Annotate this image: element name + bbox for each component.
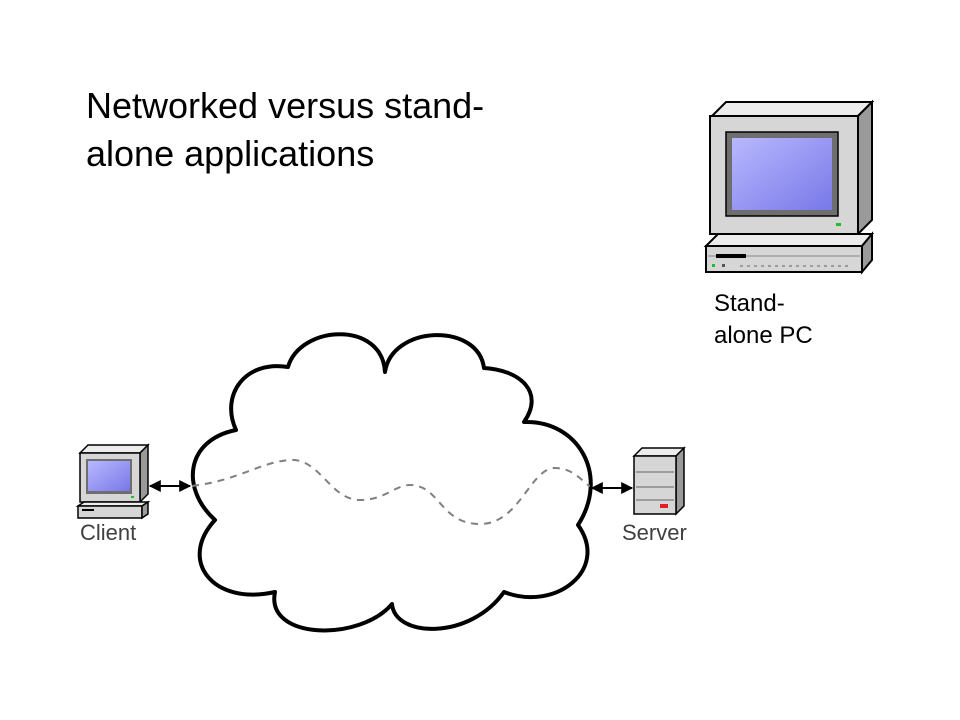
standalone-pc-label: Stand- alone PC	[714, 290, 813, 349]
client-label: Client	[80, 520, 137, 545]
server-label: Server	[622, 520, 687, 545]
slide-title: Networked versus stand- alone applicatio…	[86, 85, 485, 174]
desktop-pc-icon	[703, 99, 875, 275]
server-icon	[632, 446, 686, 516]
network-link-dashed	[191, 458, 591, 526]
network-cloud-icon	[190, 332, 593, 633]
client-pc-icon	[75, 443, 151, 520]
